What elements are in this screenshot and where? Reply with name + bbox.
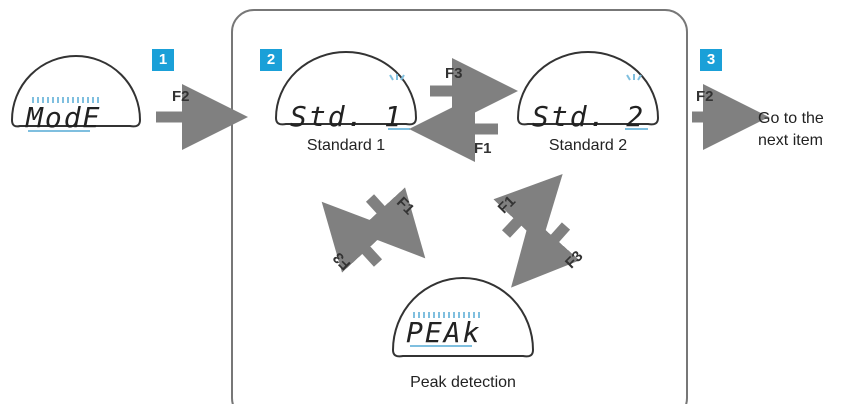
std2-caption: Standard 2 — [549, 137, 627, 154]
display-outline — [274, 51, 418, 126]
top-segment-bar — [413, 312, 480, 318]
key-label-f3: F3 — [562, 248, 586, 272]
step-badge-1: 1 — [152, 49, 174, 71]
key-label-f1: F1 — [393, 194, 417, 218]
top-segment-indicator — [626, 74, 642, 81]
peak-display: PEAk — [391, 277, 535, 358]
key-label-f3: F3 — [445, 65, 463, 82]
display-outline — [10, 55, 142, 128]
step2-frame — [231, 9, 688, 409]
exit-text-line1: Go to the — [758, 110, 824, 127]
display-outline — [516, 51, 660, 126]
step-badge-3: 3 — [700, 49, 722, 71]
key-label-f1: F1 — [474, 140, 492, 157]
arrow-peak-to-std1 — [321, 201, 391, 273]
key-label-f1: F1 — [495, 193, 519, 217]
mode-lcd-text: ModE — [25, 101, 101, 134]
std1-display: Std. 1 — [274, 51, 418, 133]
top-segment-indicator — [389, 74, 405, 81]
std1-lcd-text: Std. 1 — [290, 100, 403, 133]
std1-caption: Standard 1 — [307, 137, 385, 154]
std2-lcd-text: Std. 2 — [532, 100, 645, 133]
mode-display: ModE — [10, 55, 142, 134]
key-label-f3: F3 — [330, 249, 354, 273]
exit-text-line2: next item — [758, 132, 823, 149]
top-segment-bar — [32, 97, 99, 103]
key-label-f2: F2 — [696, 88, 714, 105]
std2-display: Std. 2 — [516, 51, 660, 133]
peak-lcd-text: PEAk — [406, 316, 481, 349]
key-label-f2: F2 — [172, 88, 190, 105]
peak-caption: Peak detection — [410, 374, 516, 391]
step-badge-2: 2 — [260, 49, 282, 71]
arrow-std2-to-peak — [511, 216, 580, 288]
